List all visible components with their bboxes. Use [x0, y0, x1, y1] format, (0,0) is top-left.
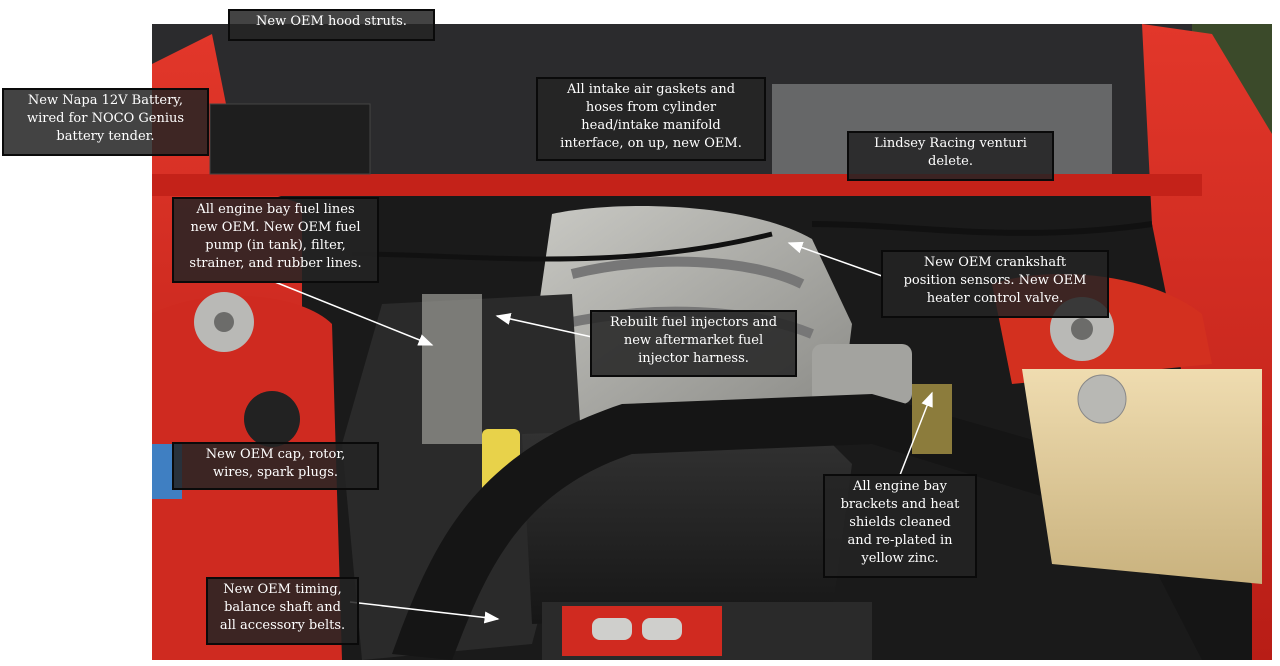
air-filter-box [522, 424, 852, 624]
power-steering-cap [244, 391, 300, 447]
intake-runner [570, 256, 805, 289]
annotation-injectors: Rebuilt fuel injectors and new aftermark… [590, 310, 797, 377]
coolant-cap [1077, 374, 1127, 424]
right-strut-nut [1071, 318, 1093, 340]
left-strut-nut [214, 312, 234, 332]
annotation-belts: New OEM timing, balance shaft and all ac… [206, 577, 359, 645]
heater-hose [811, 221, 1153, 236]
annotation-venturi: Lindsey Racing venturi delete. [847, 131, 1054, 181]
fuel-rail-area [422, 294, 482, 444]
annotation-fuel-lines: All engine bay fuel lines new OEM. New O… [172, 197, 379, 283]
vacuum-hose [351, 231, 773, 262]
annotation-intake-gaskets: All intake air gaskets and hoses from cy… [536, 77, 766, 161]
annotation-ignition: New OEM cap, rotor, wires, spark plugs. [172, 442, 379, 490]
zinc-bracket [912, 384, 952, 454]
hood-latch [592, 618, 632, 640]
hood-latch [642, 618, 682, 640]
coolant-tank [1022, 369, 1262, 584]
throttle-body [812, 344, 912, 404]
annotation-hood-struts: New OEM hood struts. [228, 9, 435, 41]
annotation-crankshaft: New OEM crankshaft position sensors. New… [881, 250, 1109, 318]
annotation-battery: New Napa 12V Battery, wired for NOCO Gen… [2, 88, 209, 156]
engine-block-left [342, 294, 582, 660]
battery [209, 103, 371, 175]
annotation-brackets: All engine bay brackets and heat shields… [823, 474, 977, 578]
